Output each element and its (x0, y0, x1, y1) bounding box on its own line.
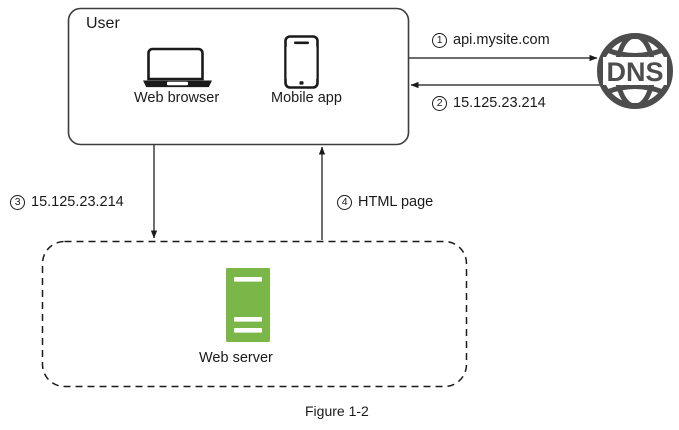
step-1-number: 1 (432, 33, 447, 48)
step-3-text: 15.125.23.214 (31, 194, 124, 211)
mobile-app-label: Mobile app (271, 90, 342, 106)
step-1-text: api.mysite.com (453, 32, 550, 49)
smartphone-icon (284, 35, 319, 89)
globe-icon: DNS (597, 33, 673, 109)
step-4-label: 4 HTML page (337, 195, 433, 210)
step-3-label: 3 15.125.23.214 (10, 195, 124, 210)
step-1-label: 1 api.mysite.com (432, 33, 550, 48)
web-server-label: Web server (199, 350, 273, 366)
laptop-icon (143, 47, 212, 88)
user-box (67, 7, 410, 146)
step-3-number: 3 (10, 195, 25, 210)
web-browser-label: Web browser (134, 90, 220, 106)
step-4-text: HTML page (358, 194, 434, 211)
dns-label: DNS (606, 57, 663, 87)
server-zone-boundary (41, 240, 468, 388)
figure-caption: Figure 1-2 (305, 403, 369, 419)
step-4-number: 4 (337, 195, 352, 210)
step-2-label: 2 15.125.23.214 (432, 96, 546, 111)
user-box-title: User (86, 15, 120, 32)
step-2-number: 2 (432, 96, 447, 111)
step-2-text: 15.125.23.214 (453, 95, 546, 112)
server-icon (226, 268, 270, 342)
